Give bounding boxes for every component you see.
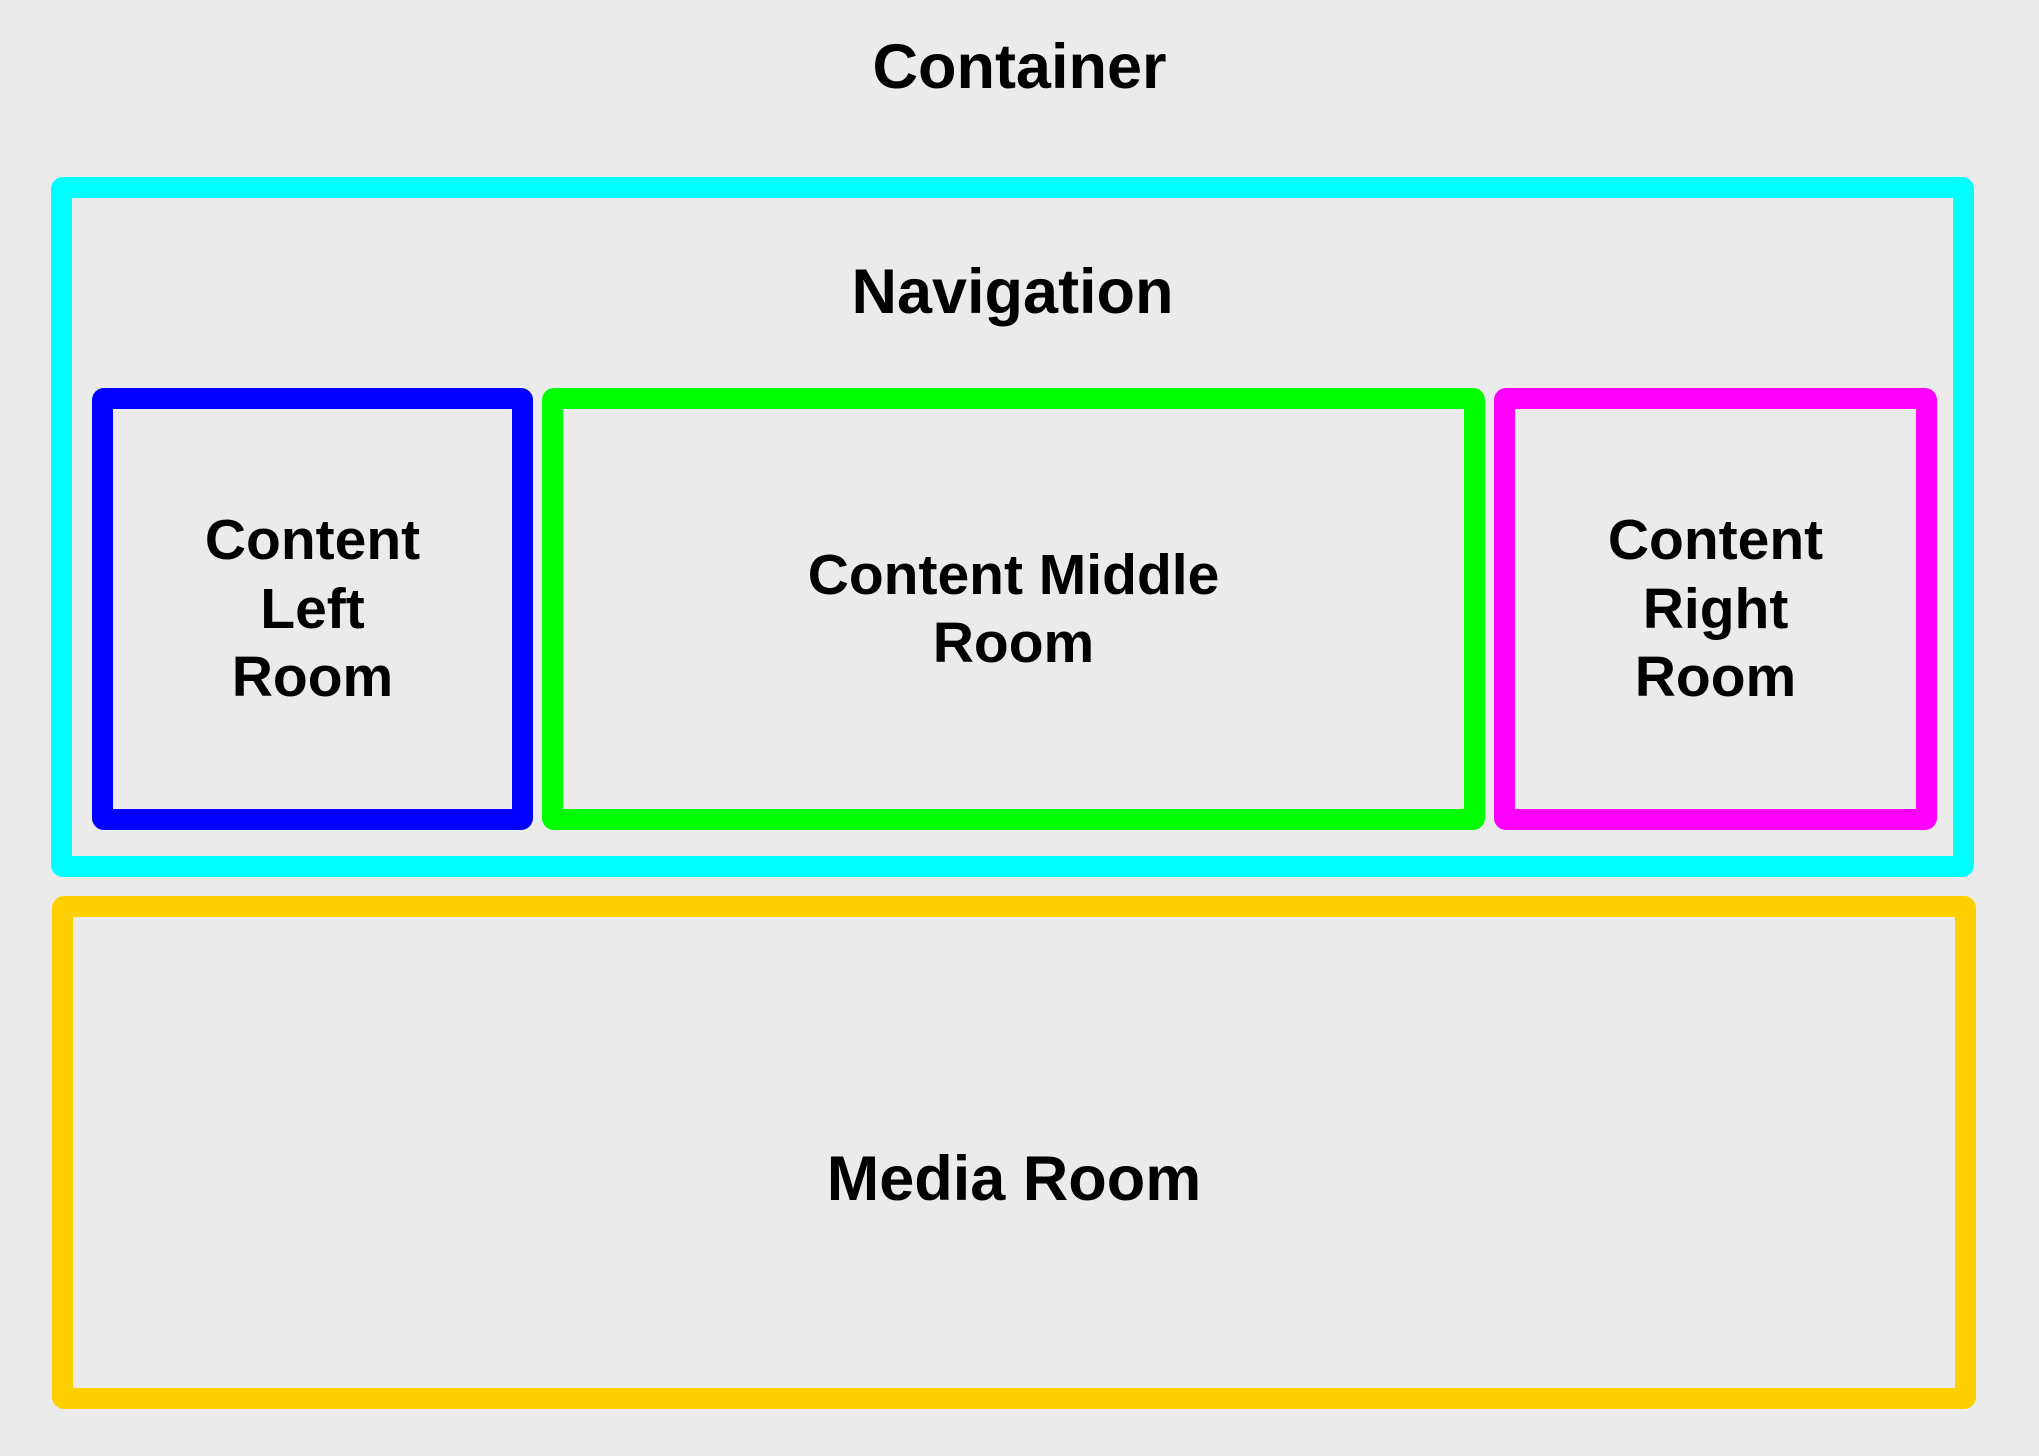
label-line: Room [932, 611, 1095, 675]
label-line: Left [260, 576, 365, 641]
content-right-room-label: Content Right Room [1608, 506, 1823, 711]
content-middle-room: Content Middle Room [542, 388, 1485, 830]
label-line: Right [1642, 576, 1789, 641]
label-line: Content Middle [807, 542, 1220, 607]
label-line: Content [1607, 508, 1824, 573]
navigation-label: Navigation [851, 257, 1174, 328]
content-right-room: Content Right Room [1494, 388, 1937, 830]
label-line: Room [1634, 645, 1797, 710]
label-line: Content [204, 508, 421, 573]
navigation-row: Content Left Room Content Middle Room Co… [72, 388, 1953, 830]
navigation-room: Navigation Content Left Room Content Mid… [51, 177, 1974, 877]
media-room-label: Media Room [826, 1143, 1202, 1214]
page-title: Container [872, 32, 1167, 102]
content-middle-room-label: Content Middle Room [808, 541, 1220, 678]
content-left-room-label: Content Left Room [205, 506, 420, 711]
content-left-room: Content Left Room [92, 388, 533, 830]
media-room: Media Room [52, 896, 1976, 1409]
label-line: Room [231, 645, 394, 710]
